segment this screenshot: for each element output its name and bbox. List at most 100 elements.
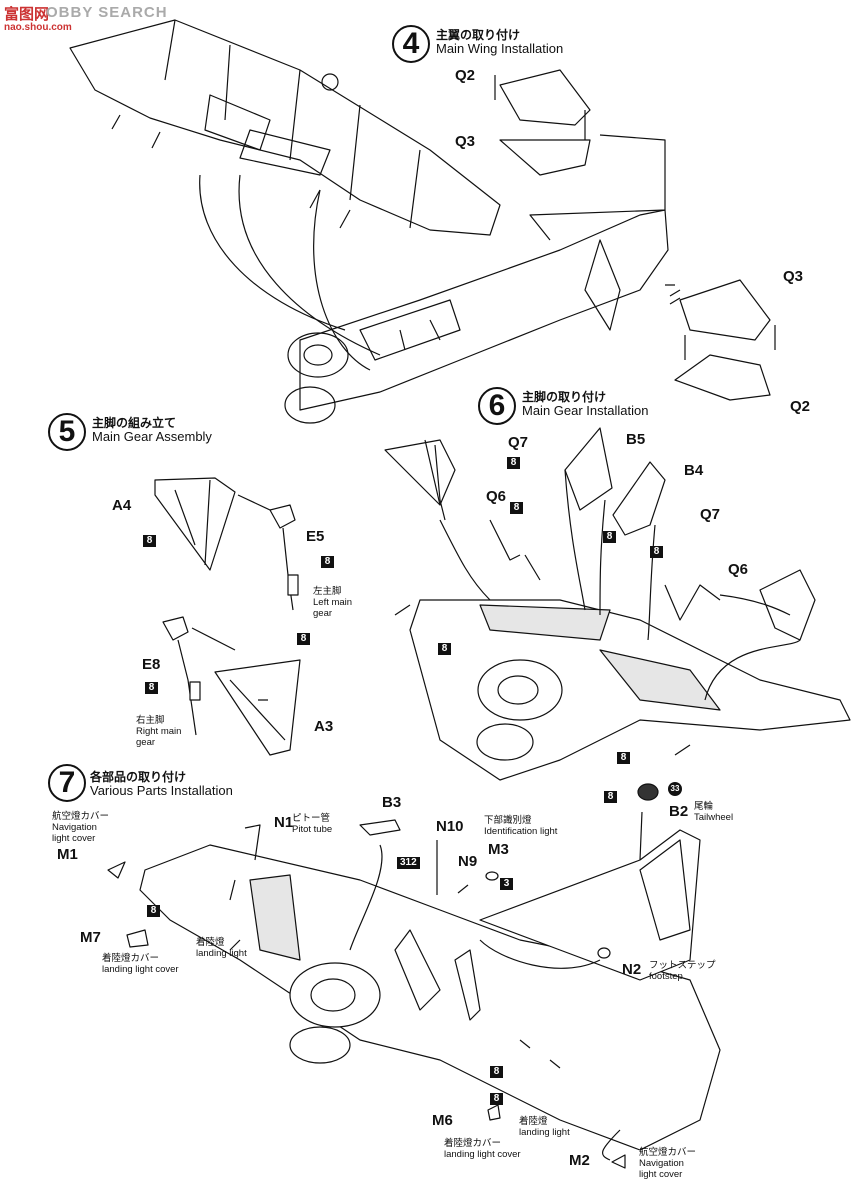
step5-e8-strut: [162, 616, 236, 736]
glue-badge: 8: [507, 457, 520, 469]
glue-badge: 8: [321, 556, 334, 568]
step5-a3-door: [214, 659, 301, 756]
part-label-q7-left: Q7: [508, 434, 529, 451]
left-gear-en1: Left main: [313, 597, 353, 608]
right-gear-en2: gear: [136, 737, 156, 748]
right-gear-en1: Right main: [136, 726, 182, 737]
nav-cover-bottom-en1: Navigation: [639, 1158, 684, 1169]
part-label-m7: M7: [80, 929, 101, 946]
part-label-q2-bottom: Q2: [790, 398, 811, 415]
nav-cover-bottom-jp: 航空燈カバー: [639, 1147, 697, 1158]
glue-badge: 8: [143, 535, 156, 547]
tailwheel-jp: 尾輪: [694, 801, 714, 812]
glue-badge: 8: [147, 905, 160, 917]
part-label-q3-bottom: Q3: [783, 268, 804, 285]
part-label-q6-right: Q6: [728, 561, 749, 578]
step6-b4-door: [612, 461, 666, 536]
landing-light-bottom-jp: 着陸燈: [519, 1116, 548, 1127]
part-label-a4: A4: [112, 497, 132, 514]
part-label-q6-left: Q6: [486, 488, 507, 505]
step6-wing-drawing: [394, 599, 851, 781]
step4-q2-top: [494, 69, 591, 140]
step-7-title-en: Various Parts Installation: [90, 783, 233, 798]
part-label-m3: M3: [488, 841, 509, 858]
step4-q2-bottom: [674, 354, 771, 401]
left-gear-jp: 左主脚: [313, 586, 342, 597]
part-label-n10: N10: [436, 818, 464, 835]
part-label-n9: N9: [458, 853, 478, 870]
part-label-b2: B2: [669, 803, 689, 820]
footstep-jp: フットステップ: [649, 960, 716, 971]
part-label-m6: M6: [432, 1112, 453, 1129]
part-label-e8: E8: [142, 656, 161, 673]
part-label-q7-right: Q7: [700, 506, 721, 523]
landing-cover-top-en: landing light cover: [102, 964, 179, 975]
step5-a4-door: [154, 477, 236, 571]
part-label-m1: M1: [57, 846, 78, 863]
step-4-title-jp: 主翼の取り付け: [436, 28, 521, 42]
part-label-b4: B4: [684, 462, 704, 479]
glue-badge: 8: [438, 643, 451, 655]
landing-light-top-jp: 着陸燈: [196, 937, 225, 948]
glue-badge: 8: [604, 791, 617, 803]
pitot-en: Pitot tube: [292, 824, 333, 835]
step4-q3-top: [499, 139, 591, 176]
nav-cover-top-en1: Navigation: [52, 822, 97, 833]
step-5-title-en: Main Gear Assembly: [92, 429, 212, 444]
footstep-en: footstep: [649, 971, 683, 982]
step4-wing-drawing: [69, 19, 501, 236]
step-7-title-jp: 各部品の取り付け: [90, 770, 187, 784]
step4-q3-bottom: [665, 279, 776, 360]
glue-badge: 8: [490, 1066, 503, 1078]
id-light-en: Identification light: [484, 826, 558, 837]
step6-right-door: [759, 569, 816, 641]
pitot-jp: ピトー管: [292, 813, 331, 824]
glue-badge: 8: [490, 1093, 503, 1105]
step-4-title-en: Main Wing Installation: [436, 41, 564, 56]
glue-badge: 8: [145, 682, 158, 694]
watermark-url: nao.shou.com: [4, 22, 72, 33]
step-4-number: 4: [392, 25, 430, 63]
step4-fuselage-drawing: [284, 209, 669, 424]
glue-badge: 8: [617, 752, 630, 764]
part-label-e5: E5: [306, 528, 325, 545]
glue-badge: 8: [297, 633, 310, 645]
nav-cover-bottom-en2: light cover: [639, 1169, 683, 1180]
part-label-b3: B3: [382, 794, 402, 811]
part-label-q2-top: Q2: [455, 67, 476, 84]
part-label-n1: N1: [274, 814, 294, 831]
nav-cover-top-jp: 航空燈カバー: [52, 811, 110, 822]
step7-aircraft-drawing: [139, 829, 721, 1151]
glue-badge: 3: [500, 878, 513, 890]
step-7-number: 7: [48, 764, 86, 802]
left-gear-en2: gear: [313, 608, 333, 619]
landing-cover-top-jp: 着陸燈カバー: [102, 953, 160, 964]
landing-cover-bottom-jp: 着陸燈カバー: [444, 1138, 502, 1149]
landing-light-top-en: landing light: [196, 948, 247, 959]
landing-light-bottom-en: landing light: [519, 1127, 570, 1138]
glue-badge: 312: [397, 857, 420, 869]
watermark-logo: 富图网: [4, 6, 50, 23]
glue-badge: 8: [603, 531, 616, 543]
right-gear-jp: 右主脚: [136, 715, 165, 726]
tailwheel-en: Tailwheel: [694, 812, 734, 823]
decal-badge: 33: [668, 782, 682, 796]
step-6-number: 6: [478, 387, 516, 425]
watermark-text: OBBY SEARCH: [46, 4, 168, 21]
landing-cover-bottom-en: landing light cover: [444, 1149, 521, 1160]
step-6-title-jp: 主脚の取り付け: [522, 390, 607, 404]
step-6-title-en: Main Gear Installation: [522, 403, 649, 418]
step6-left-door: [384, 439, 456, 506]
part-label-n2: N2: [622, 961, 642, 978]
step5-e5-strut: [237, 494, 299, 611]
glue-badge: 8: [510, 502, 523, 514]
step-5-title-jp: 主脚の組み立て: [92, 416, 177, 430]
part-label-q3-top: Q3: [455, 133, 476, 150]
part-label-a3: A3: [314, 718, 334, 735]
nav-cover-top-en2: light cover: [52, 833, 96, 844]
part-label-b5: B5: [626, 431, 646, 448]
id-light-jp: 下部識別燈: [484, 815, 532, 826]
step-5-number: 5: [48, 413, 86, 451]
step6-b5-door: [564, 427, 613, 511]
